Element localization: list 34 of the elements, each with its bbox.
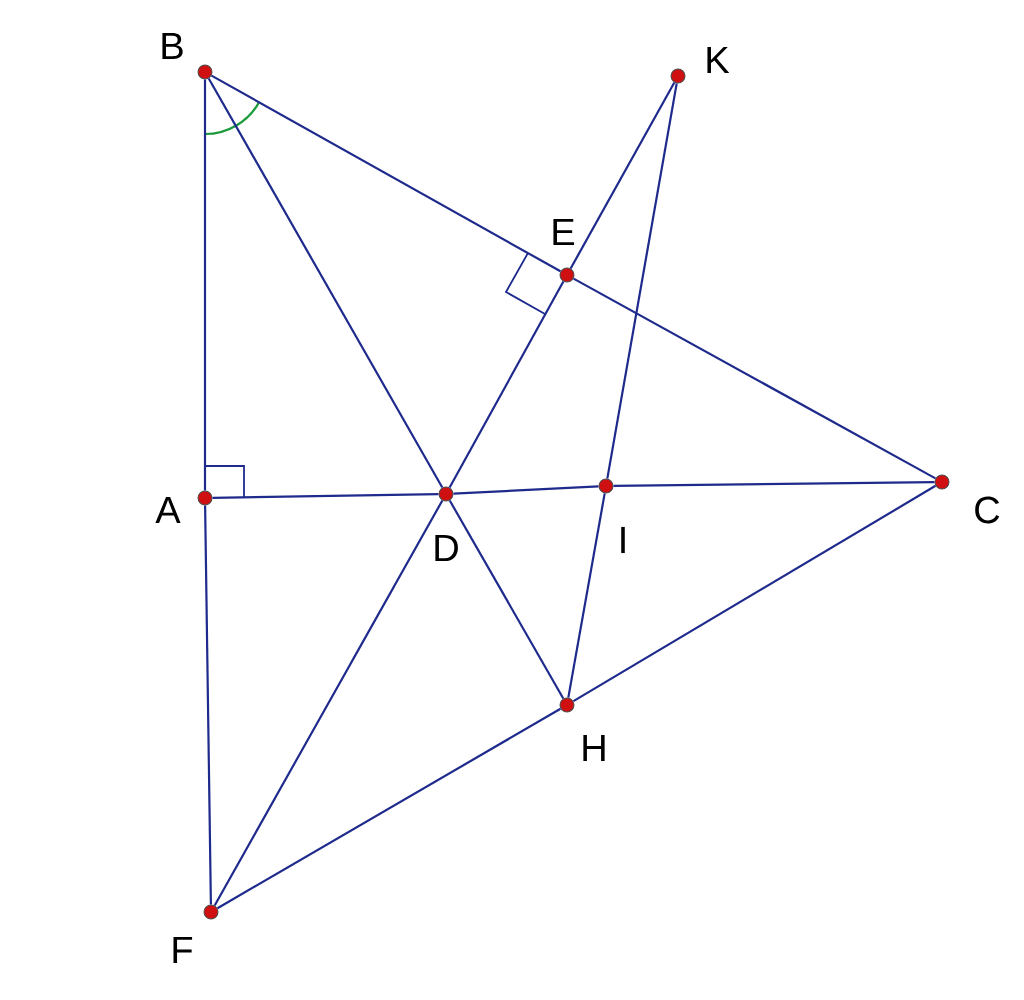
point: I [598, 478, 625, 554]
point: E [553, 218, 575, 283]
line-segment [613, 481, 935, 487]
point: A [155, 490, 213, 524]
node-label: I [621, 526, 625, 554]
node-label: E [553, 218, 575, 246]
line-segment [216, 707, 562, 910]
line-segment [606, 83, 678, 479]
line-segment [207, 77, 444, 488]
point: K [670, 46, 730, 84]
line-segment [211, 74, 561, 273]
point: B [162, 32, 213, 80]
node-label: C [975, 496, 1000, 524]
point: C [934, 474, 1000, 524]
point: H [559, 697, 605, 762]
line-segment [569, 82, 676, 269]
line-segment [203, 79, 207, 491]
line-segment [212, 493, 439, 499]
node-label: K [707, 46, 730, 74]
node-label: H [583, 734, 605, 762]
node-label: A [155, 496, 181, 524]
node-label: F [173, 936, 193, 964]
line-segment [448, 499, 565, 700]
line-segment [573, 277, 936, 480]
node-label: D [435, 534, 458, 562]
point: D [435, 486, 458, 562]
line-segment [204, 505, 212, 905]
line-segment [213, 500, 444, 906]
line-segment [567, 493, 606, 698]
line-segment [572, 484, 937, 703]
point: F [173, 904, 219, 964]
line-segment [448, 281, 565, 488]
line-segment [453, 485, 599, 495]
node-label: B [162, 32, 183, 60]
